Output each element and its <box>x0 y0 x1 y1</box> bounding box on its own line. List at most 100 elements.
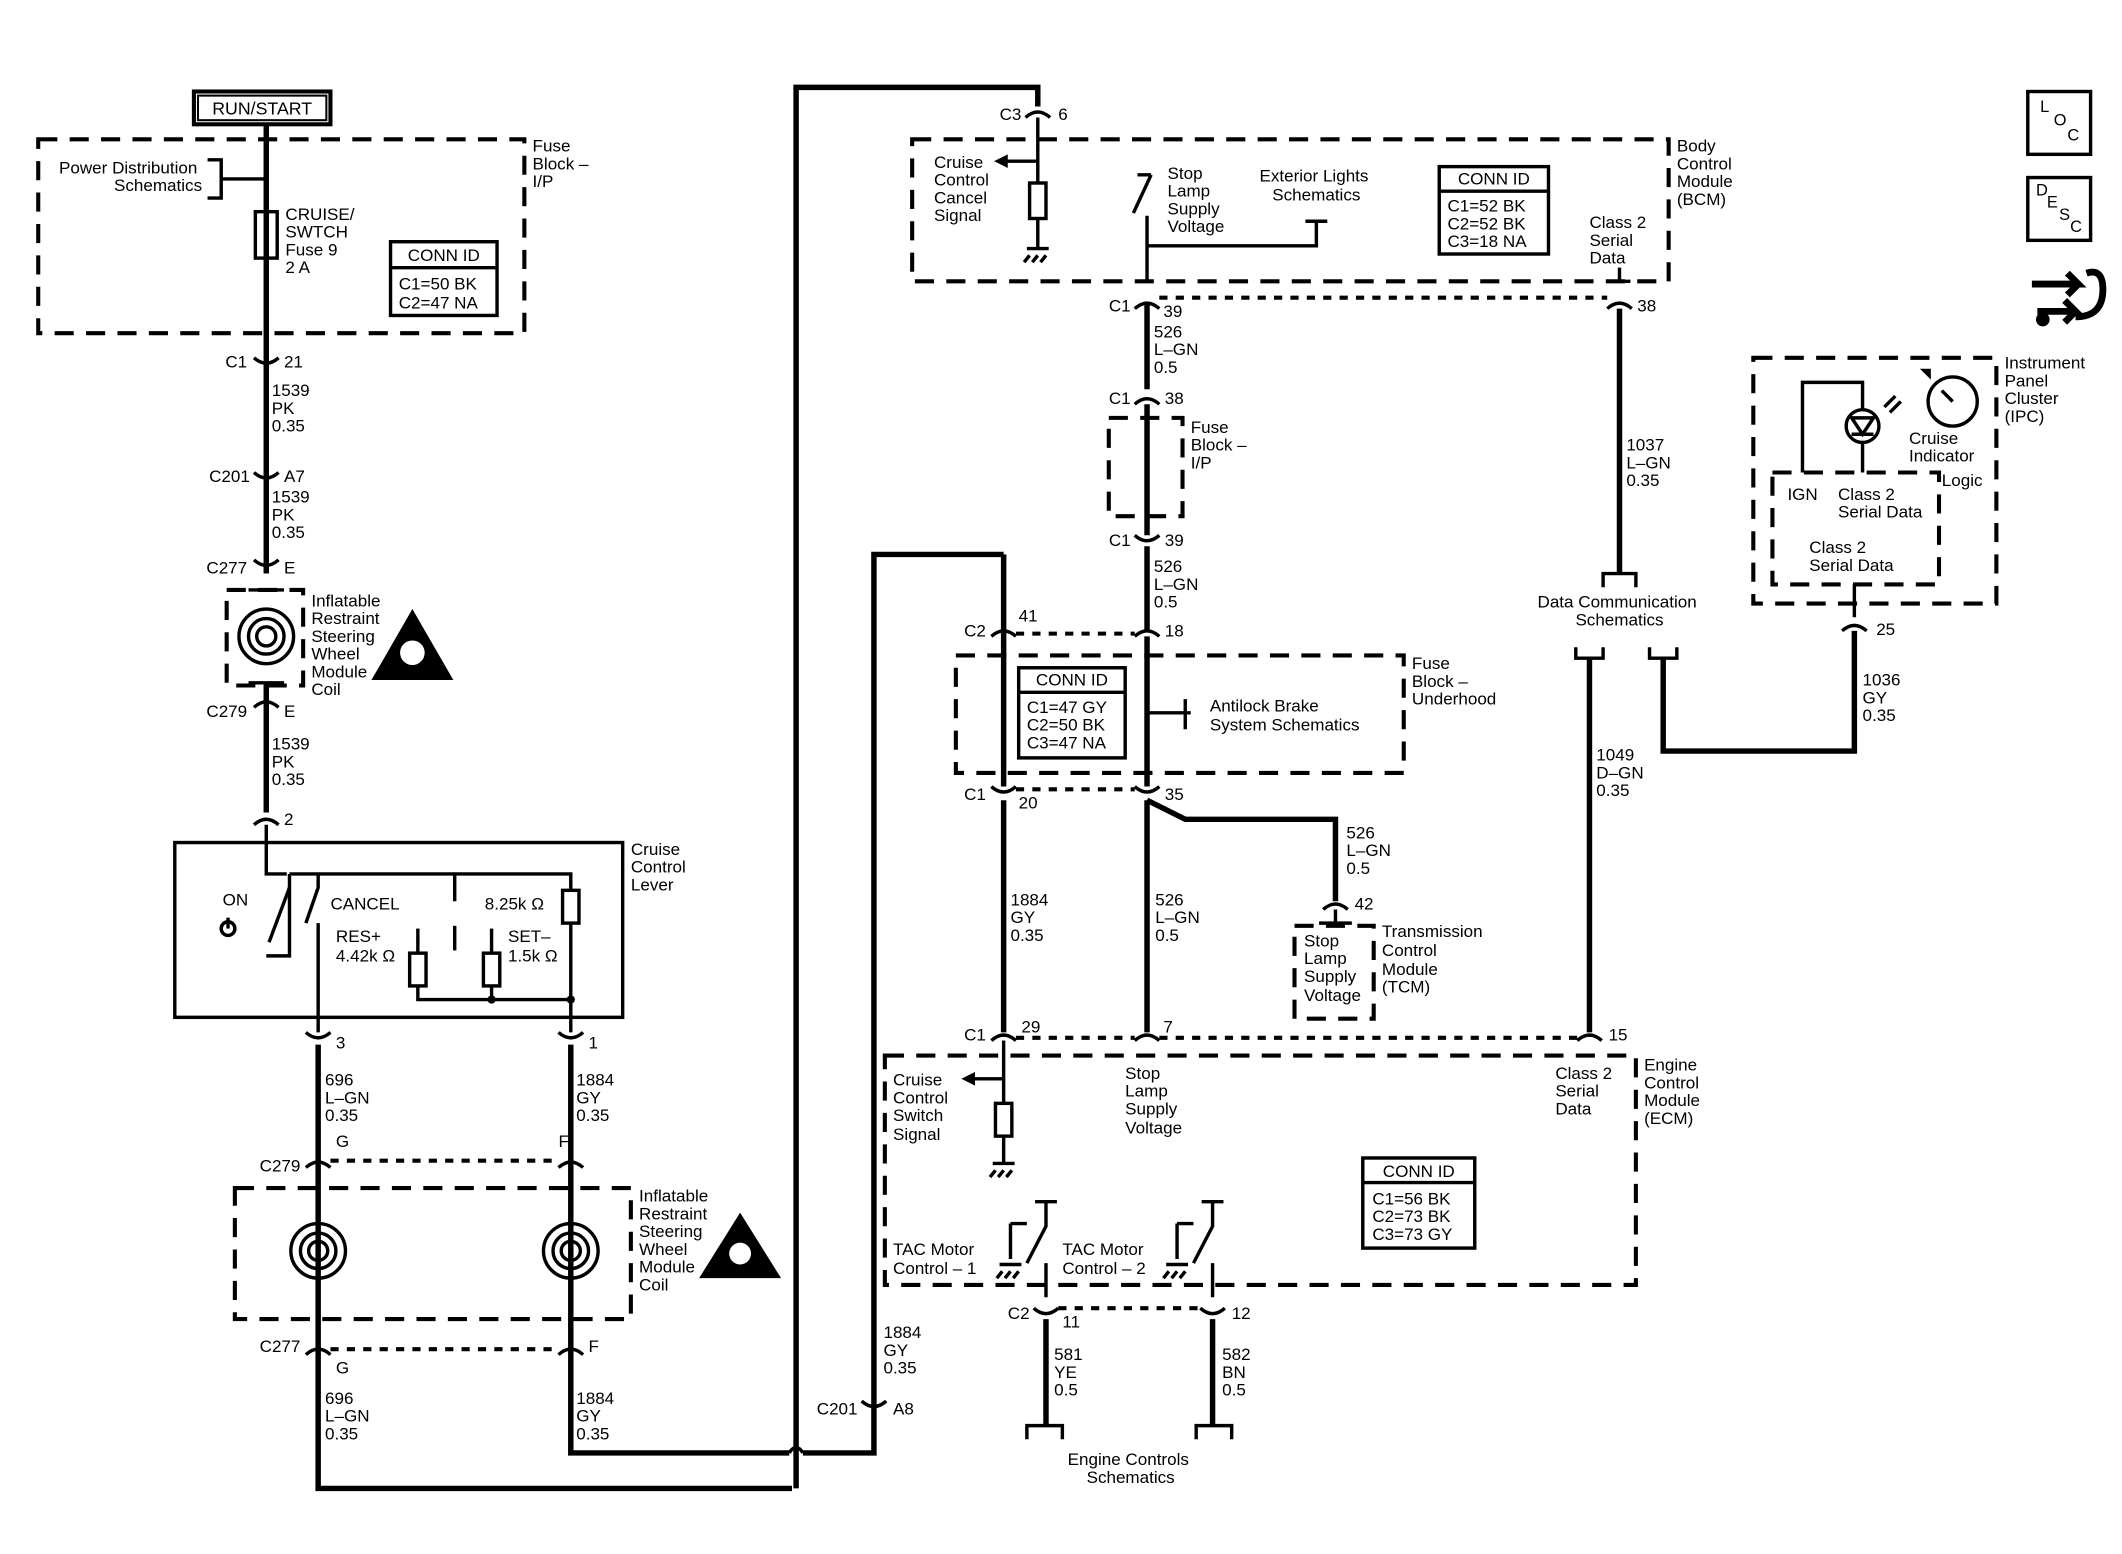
svg-text:11: 11 <box>1062 1312 1080 1331</box>
svg-text:C: C <box>2070 218 2082 236</box>
coil-label: Inflatable Restraint Steering Wheel Modu… <box>311 591 385 699</box>
svg-text:C1: C1 <box>964 785 986 804</box>
steering-wheel-coil-upper: Inflatable Restraint Steering Wheel Modu… <box>224 587 454 699</box>
svg-text:Logic: Logic <box>1942 471 1983 490</box>
svg-text:C1: C1 <box>1109 389 1131 408</box>
svg-text:Stop Lamp Supply: Stop Lamp Supply Voltage <box>1125 1064 1182 1138</box>
navigation-arrows-icon[interactable] <box>2031 268 2107 327</box>
instrument-panel-cluster: Instrument Panel Cluster (IPC) Cruise In… <box>1751 354 2085 726</box>
coil-icon <box>289 1221 348 1280</box>
engine-controls-label: Engine Controls Schematics <box>1068 1450 1194 1487</box>
svg-text:C1: C1 <box>964 1026 986 1045</box>
svg-text:2: 2 <box>284 810 293 829</box>
svg-text:3: 3 <box>336 1034 345 1053</box>
svg-text:D: D <box>2036 181 2048 199</box>
svg-text:E: E <box>284 559 295 578</box>
svg-text:CONN ID: CONN ID <box>1458 169 1530 188</box>
svg-text:Class 2 Serial Dat: Class 2 Serial Data <box>1555 1064 1617 1119</box>
svg-text:CANCEL: CANCEL <box>330 894 399 913</box>
run-start-label: RUN/START <box>212 99 312 119</box>
svg-text:15: 15 <box>1609 1026 1628 1045</box>
svg-text:C277: C277 <box>260 1337 301 1356</box>
svg-text:C1=50 BK C2=47 NA: C1=50 BK C2=47 NA <box>399 275 482 313</box>
svg-text:38: 38 <box>1637 296 1656 315</box>
svg-text:Class 2 Serial Dat: Class 2 Serial Data <box>1589 213 1651 268</box>
svg-text:Transmission Control: Transmission Control Module (TCM) <box>1382 922 1487 997</box>
svg-text:39: 39 <box>1165 531 1184 550</box>
svg-text:8.25k Ω: 8.25k Ω <box>485 894 544 913</box>
svg-text:20: 20 <box>1019 793 1038 812</box>
resistor-icon <box>560 888 581 925</box>
svg-text:6: 6 <box>1058 105 1067 124</box>
cruise-control-lever: Cruise Control Lever ON CANCEL 8.25k Ω R… <box>173 824 691 1053</box>
power-distribution-label: Power Distribution Schematics <box>59 158 202 195</box>
coil-icon <box>237 607 296 666</box>
svg-text:21: 21 <box>284 352 303 371</box>
svg-text:SET–1.5k Ω: SET–1.5k Ω <box>508 927 558 965</box>
svg-text:TAC Motor Control – 1: TAC Motor Control – 1 <box>893 1240 979 1278</box>
fuse-block-underhood: Fuse Block – Underhood CONN ID C1=47 GY … <box>953 554 1496 812</box>
svg-text:C3: C3 <box>1000 105 1022 124</box>
svg-text:CONN ID: CONN ID <box>408 246 480 265</box>
svg-text:Cruise Control Lev: Cruise Control Lever <box>631 840 691 895</box>
description-icon[interactable]: D E S C <box>2026 175 2093 243</box>
location-icon[interactable]: L O C <box>2026 89 2093 157</box>
svg-text:C1=56 BK C2=73 BK: C1=56 BK C2=73 BK C3=73 GY <box>1372 1189 1455 1244</box>
svg-text:25: 25 <box>1876 620 1895 639</box>
cruise-fuse-label: CRUISE/ SWTCH Fuse 9 2 A <box>285 205 359 277</box>
svg-text:29: 29 <box>1021 1017 1040 1036</box>
svg-text:C1: C1 <box>1109 296 1131 315</box>
svg-text:IGN: IGN <box>1787 485 1817 504</box>
svg-text:A8: A8 <box>893 1400 914 1419</box>
svg-text:O: O <box>2054 112 2067 130</box>
svg-text:35: 35 <box>1165 785 1184 804</box>
data-communication-label: Data Communication Schematics <box>1538 593 1702 630</box>
arrow-left-icon <box>994 154 1008 168</box>
svg-text:C279: C279 <box>206 702 247 721</box>
coil-label: Inflatable Restraint Steering Wheel Modu… <box>639 1187 713 1295</box>
svg-text:Fuse Block – Under: Fuse Block – Underhood <box>1412 654 1496 709</box>
svg-text:Cruise Control Can: Cruise Control Cancel Signal <box>934 153 994 225</box>
svg-text:TAC Motor Control – 2: TAC Motor Control – 2 <box>1062 1240 1148 1278</box>
svg-text:39: 39 <box>1163 302 1182 321</box>
svg-text:A7: A7 <box>284 467 305 486</box>
svg-text:Fuse Block – I/P: Fuse Block – I/P <box>1191 418 1252 473</box>
arrow-left-icon <box>961 1071 975 1086</box>
svg-text:C201: C201 <box>817 1400 858 1419</box>
svg-text:Class 2 Serial Data: Class 2 Serial Data <box>1838 485 1923 522</box>
fuse-block-ip: Fuse Block – I/P Power Distribution Sche… <box>36 137 589 336</box>
svg-text:E: E <box>2047 194 2058 212</box>
svg-text:Exterior Lights Schemati: Exterior Lights Schematics <box>1259 167 1373 205</box>
svg-text:Cruise Control Swi: Cruise Control Switch Signal <box>893 1071 953 1145</box>
svg-text:C2: C2 <box>964 621 986 640</box>
svg-text:7: 7 <box>1163 1017 1172 1036</box>
svg-text:C201: C201 <box>209 467 250 486</box>
svg-text:42: 42 <box>1355 894 1374 913</box>
svg-text:C1: C1 <box>1109 531 1131 550</box>
run-start-box: RUN/START <box>191 89 333 127</box>
svg-text:G: G <box>336 1359 349 1378</box>
svg-text:F: F <box>558 1132 568 1151</box>
engine-control-module: Engine Control Module (ECM) Cruise Contr… <box>882 1040 1700 1487</box>
led-indicator-icon <box>1844 407 1881 445</box>
svg-text:C277: C277 <box>206 559 247 578</box>
svg-text:C1: C1 <box>225 352 247 371</box>
body-control-module: C3 6 Body Control Module (BCM) Cruise Co… <box>910 105 1733 321</box>
